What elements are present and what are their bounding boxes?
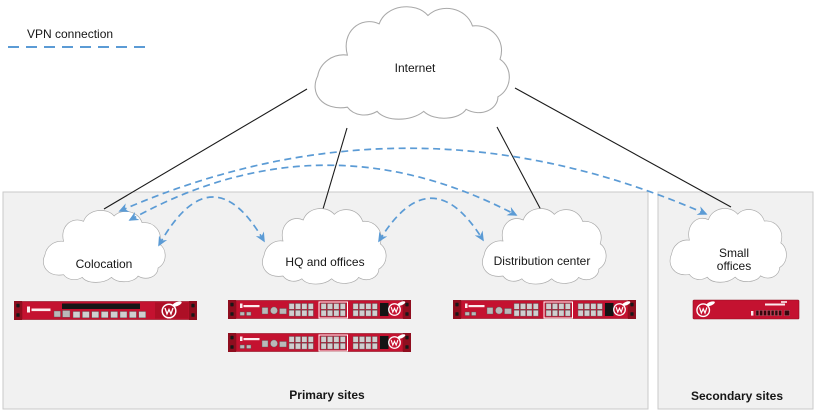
- vpn-arc-colocation-distribution: [128, 164, 518, 221]
- rack-firewall-device-hq-1: [228, 299, 411, 319]
- link-internet-hq: [322, 127, 348, 210]
- rack-firewall-device-colocation: [14, 299, 197, 320]
- link-internet-distribution: [496, 126, 542, 211]
- small-offices-cloud-label: Small offices: [716, 246, 752, 273]
- colocation-cloud-label: Colocation: [75, 257, 133, 271]
- vpn-arc-colocation-hq: [158, 196, 265, 247]
- vpn-arc-colocation-small-offices: [118, 147, 708, 215]
- vpn-legend-label: VPN connection: [27, 27, 114, 41]
- link-internet-small-offices: [514, 87, 732, 208]
- distribution-cloud-label: Distribution center: [493, 254, 591, 268]
- secondary-sites-label: Secondary sites: [690, 389, 784, 403]
- tabletop-firewall-device-small-offices: [692, 299, 800, 320]
- internet-cloud-label: Internet: [394, 61, 436, 75]
- vpn-arc-hq-distribution: [378, 197, 484, 243]
- rack-firewall-device-hq-2: [228, 332, 411, 352]
- link-internet-colocation: [103, 88, 308, 210]
- hq-cloud-label: HQ and offices: [285, 255, 365, 269]
- primary-sites-label: Primary sites: [289, 388, 365, 402]
- rack-firewall-device-distribution: [453, 299, 636, 319]
